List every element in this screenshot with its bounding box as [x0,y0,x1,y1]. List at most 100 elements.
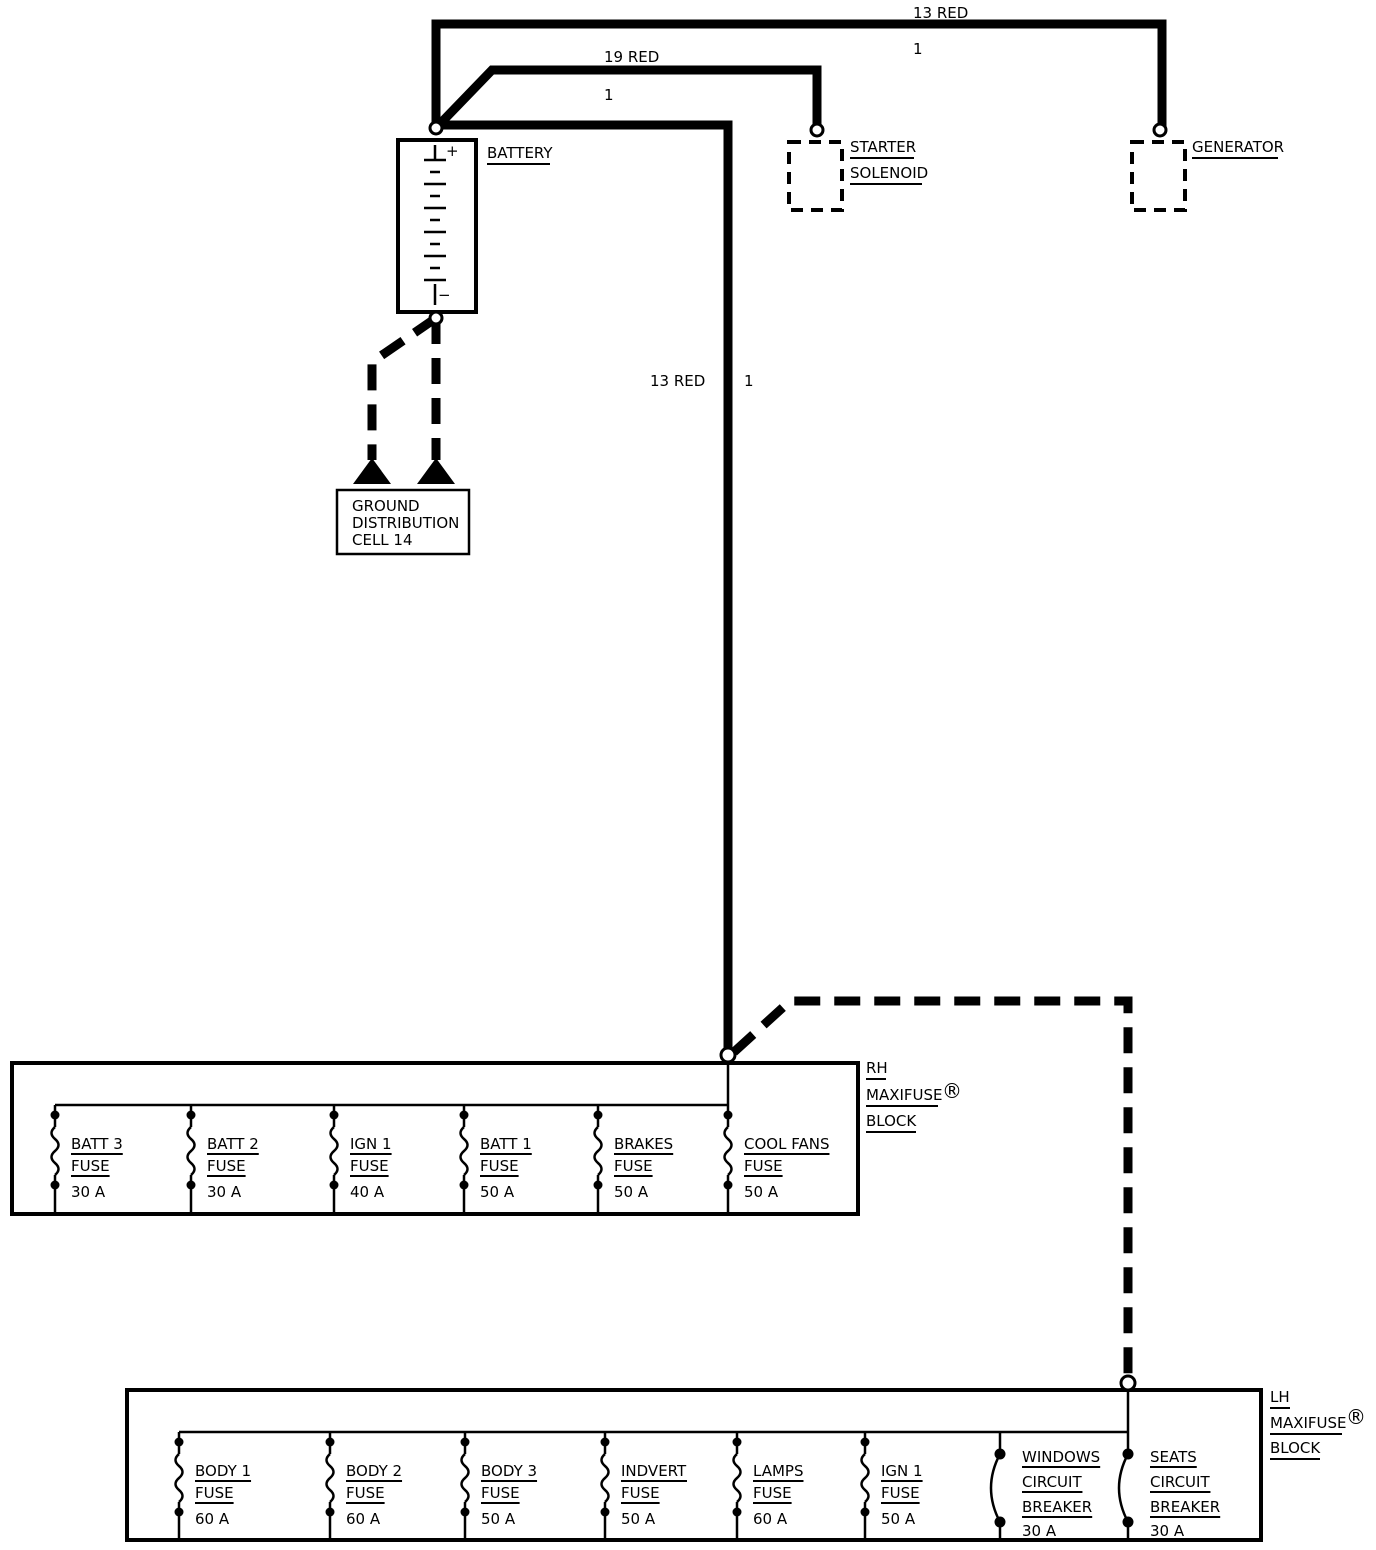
rh-fuse-type: FUSE [744,1157,783,1175]
ground-label-line2: DISTRIBUTION [352,514,459,532]
lh-breaker-line3: BREAKER [1150,1498,1220,1516]
rh-fuse-rating: 30 A [71,1183,106,1201]
generator-label: GENERATOR [1192,138,1284,156]
rh-feed-wire [431,120,733,1055]
rh-fuse-bottom-dot [723,1180,733,1190]
lh-fuse-rating: 50 A [621,1510,656,1528]
lh-block-label-line3: BLOCK [1270,1439,1321,1457]
lh-breaker: SEATS CIRCUIT BREAKER 30 A [1117,1432,1221,1540]
rh-fuse-name: BATT 3 [71,1135,123,1153]
lh-feed-wire [730,996,1133,1380]
lh-fuse-rating: 50 A [481,1510,516,1528]
rh-fuse-top-dot [723,1110,733,1120]
lh-fuse-rating: 60 A [753,1510,788,1528]
lh-fuse-top-dot [600,1437,610,1447]
rh-fuse-rating: 30 A [207,1183,242,1201]
lh-breaker-name: WINDOWS [1022,1448,1100,1466]
rh-fuse-rating: 50 A [480,1183,515,1201]
lh-fuse: BODY 3 FUSE 50 A [460,1432,538,1538]
rh-block-terminal [719,1046,737,1064]
battery-label: BATTERY [487,144,553,162]
lh-breaker-top-dot [994,1448,1006,1460]
lh-maxifuse-block [125,1388,1263,1542]
ground-distribution-box [335,488,471,556]
generator-wire-number: 1 [913,40,923,58]
lh-breaker-line2: CIRCUIT [1022,1473,1082,1491]
battery-positive-terminal [428,120,444,136]
starter-solenoid-label-line1: STARTER [850,138,916,156]
rh-maxifuse-block [10,1061,860,1216]
starter-wire-label: 19 RED [604,48,659,66]
generator-feed-wire [431,19,1167,128]
lh-fuse-bottom-dot [732,1507,742,1517]
lh-fuse-top-dot [325,1437,335,1447]
lh-fuse-name: BODY 2 [346,1462,402,1480]
lh-breaker-rating: 30 A [1150,1522,1185,1540]
generator-terminal [1152,122,1168,138]
lh-breaker-line2: CIRCUIT [1150,1473,1210,1491]
lh-breaker-top-dot [1122,1448,1134,1460]
ground-label-line3: CELL 14 [352,531,413,549]
rh-block-registered-mark: ® [942,1079,962,1103]
rh-fuse-bottom-dot [459,1180,469,1190]
rh-fuse-top-dot [593,1110,603,1120]
rh-fuse: IGN 1 FUSE 40 A [329,1105,392,1212]
lh-fuse-name: INDVERT [621,1462,687,1480]
lh-breaker-name: SEATS [1150,1448,1197,1466]
rh-fuse-name: COOL FANS [744,1135,829,1153]
rh-block-label-line2: MAXIFUSE [866,1086,943,1104]
rh-fuse-name: BRAKES [614,1135,673,1153]
lh-fuse-type: FUSE [481,1484,520,1502]
lh-fuse-rating: 60 A [346,1510,381,1528]
battery-negative-terminal [428,310,444,326]
rh-fuse-bottom-dot [593,1180,603,1190]
rh-fuse-top-dot [329,1110,339,1120]
starter-solenoid-terminal [809,122,825,138]
starter-solenoid-outline [787,140,844,212]
lh-fuse-top-dot [460,1437,470,1447]
lh-block-terminal [1119,1374,1137,1392]
battery-minus-label: − [438,286,451,304]
lh-breaker-bottom-dot [994,1516,1006,1528]
rh-fuse-name: IGN 1 [350,1135,392,1153]
lh-fuse-bottom-dot [174,1507,184,1517]
lh-block-label-line2: MAXIFUSE [1270,1414,1347,1432]
rh-fuse: COOL FANS FUSE 50 A [723,1105,830,1212]
lh-fuse-top-dot [174,1437,184,1447]
rh-fuse-bottom-dot [50,1180,60,1190]
ground-symbol-left [353,458,391,484]
lh-fuse-rating: 50 A [881,1510,916,1528]
rh-fuse-type: FUSE [480,1157,519,1175]
lh-fuse-name: LAMPS [753,1462,803,1480]
lh-fuse-bottom-dot [460,1507,470,1517]
lh-fuse-type: FUSE [346,1484,385,1502]
lh-fuse-rating: 60 A [195,1510,230,1528]
lh-fuse-name: BODY 3 [481,1462,537,1480]
ground-label-line1: GROUND [352,497,420,515]
rh-fuse-top-dot [186,1110,196,1120]
battery-symbol: + − [396,138,478,314]
rh-fuse-rating: 50 A [744,1183,779,1201]
rh-fuse-bottom-dot [329,1180,339,1190]
rh-fuse-name: BATT 1 [480,1135,532,1153]
rh-block-label-line3: BLOCK [866,1112,917,1130]
ground-symbol-right [417,458,455,484]
rh-block-label-line1: RH [866,1059,888,1077]
rh-fuse-bottom-dot [186,1180,196,1190]
rh-fuse-top-dot [50,1110,60,1120]
rh-fuse: BATT 1 FUSE 50 A [459,1105,532,1212]
ground-wire-left [367,314,439,460]
starter-feed-wire [432,65,822,132]
rh-fuse-rating: 40 A [350,1183,385,1201]
rh-fuse-type: FUSE [350,1157,389,1175]
rh-fuse-type: FUSE [71,1157,110,1175]
lh-fuse-bottom-dot [860,1507,870,1517]
lh-fuse: BODY 2 FUSE 60 A [325,1432,403,1538]
lh-fuse-type: FUSE [621,1484,660,1502]
